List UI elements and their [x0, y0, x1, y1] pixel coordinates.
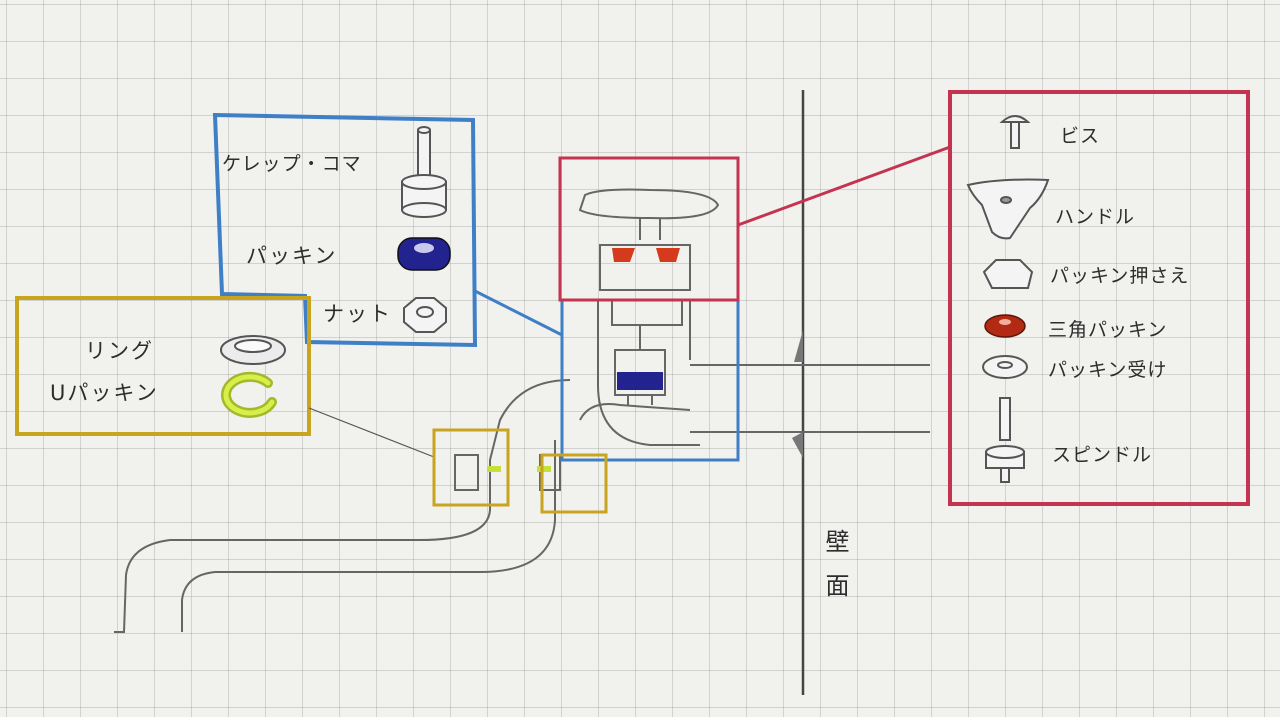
label-packing-retainer: パッキン押さえ [1050, 265, 1190, 287]
label-screw: ビス [1060, 125, 1101, 147]
wall [792, 90, 805, 695]
handle-icon [966, 178, 1050, 240]
label-packing-seat: パッキン受け [1048, 359, 1168, 381]
label-spindle: スピンドル [1052, 444, 1153, 466]
label-packing: パッキン [246, 244, 338, 268]
u-packing-icon [221, 371, 277, 418]
screw-icon [999, 115, 1031, 149]
triangle-packing-icon [984, 314, 1026, 338]
label-handle: ハンドル [1055, 206, 1136, 228]
label-nut: ナット [323, 302, 392, 326]
label-triangle-packing: 三角パッキン [1048, 319, 1168, 341]
yellow-parts-box [15, 296, 608, 514]
label-wall: 壁面 [825, 528, 851, 600]
kerep-koma-icon [401, 126, 447, 218]
ring-icon [220, 335, 286, 365]
faucet-body-drawing [114, 188, 930, 633]
label-ring: リング [85, 339, 154, 363]
packing-retainer-icon [982, 259, 1034, 289]
label-kerep-koma: ケレップ・コマ [222, 153, 362, 175]
packing-seat-icon [982, 355, 1028, 379]
nut-icon [403, 297, 447, 333]
label-u-packing: Uパッキン [50, 381, 159, 405]
red-parts-box [558, 90, 1250, 506]
faucet-internal-parts [487, 248, 680, 472]
spindle-icon [985, 397, 1025, 483]
packing-icon [397, 237, 451, 271]
